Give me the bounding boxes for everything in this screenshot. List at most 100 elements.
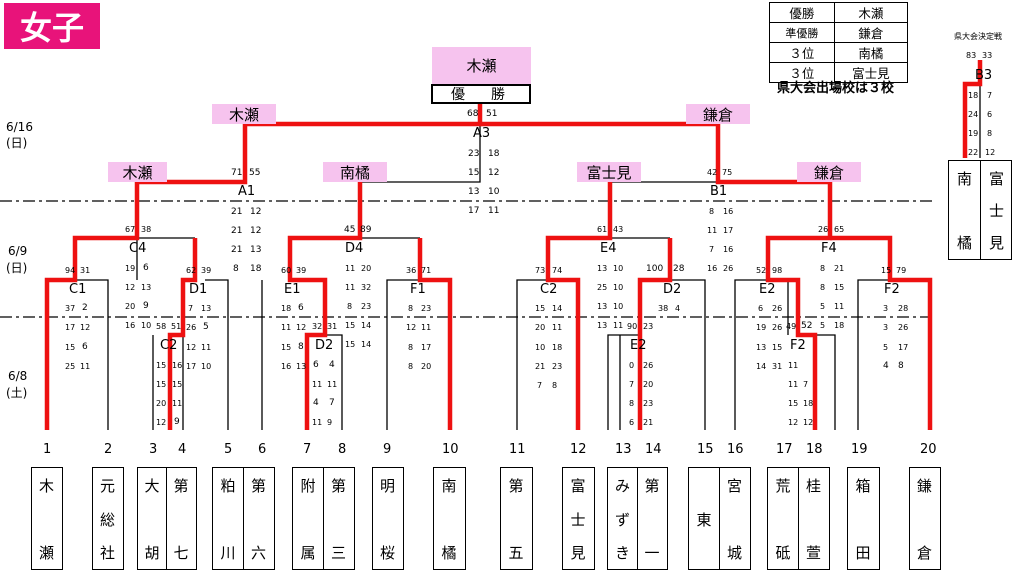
set-score: 5: [203, 322, 209, 332]
school-char: 鎌: [916, 477, 932, 495]
match-code: A1: [238, 184, 256, 199]
set-score: 6: [758, 304, 764, 313]
set-score: 11: [834, 302, 845, 311]
set-score: 26: [186, 323, 197, 332]
team-number: 4: [178, 442, 187, 457]
team-number: 19: [851, 442, 868, 457]
rank-cell: 優勝: [769, 2, 835, 23]
date-weekday: (日): [6, 136, 28, 150]
set-score: 8: [347, 302, 353, 311]
set-score: 18: [803, 399, 814, 408]
set-score: 15: [156, 380, 167, 389]
school-char: 田: [855, 544, 871, 562]
match-code: D2: [663, 282, 682, 297]
date-label: 6/9: [8, 244, 28, 258]
set-score: 8: [233, 264, 239, 274]
winner-label: 鎌倉: [797, 162, 861, 182]
set-score: 10: [201, 362, 212, 371]
set-score: 8: [820, 283, 826, 292]
set-score: 10: [141, 321, 152, 330]
team-number: 7: [303, 442, 312, 457]
school-char: 総: [99, 510, 115, 529]
match-code: D2: [315, 338, 334, 353]
set-score: 11: [788, 361, 799, 370]
match-score-left: 26: [818, 225, 829, 234]
school-char: 富: [988, 170, 1004, 188]
school-char: 見: [570, 544, 586, 562]
match-score-left: 90: [627, 322, 638, 331]
school-name: 元 総 社: [93, 468, 122, 569]
school-name: 第 三: [324, 468, 353, 569]
set-score: 21: [231, 207, 243, 217]
set-score: 7: [987, 91, 993, 100]
set-score: 12: [80, 323, 91, 332]
set-score: 17: [65, 323, 76, 332]
school-name: 荒 砥: [768, 468, 798, 569]
set-score: 11: [312, 380, 323, 389]
match-code: C2: [540, 282, 558, 297]
set-score: 38: [658, 304, 669, 313]
set-score: 11: [488, 206, 500, 216]
school-char: 倉: [916, 544, 932, 562]
match-score-right: 51: [486, 109, 498, 119]
set-score: 21: [535, 362, 546, 371]
date-label: 6/8: [8, 369, 28, 383]
school-char: 七: [173, 544, 189, 562]
date-label: 6/16: [6, 120, 33, 134]
school-char: 南: [956, 170, 972, 188]
set-score: 7: [803, 380, 809, 389]
school-name: 第 五: [501, 468, 531, 569]
match-code: D1: [189, 282, 208, 297]
match-score-left: 42: [707, 168, 718, 177]
set-score: 13: [296, 362, 307, 371]
school-box: 木 瀬: [31, 467, 63, 570]
rank-cell: ３位: [769, 62, 835, 83]
school-char: 士: [988, 202, 1004, 220]
school-char: 萱: [805, 544, 821, 562]
results-row: 準優勝鎌倉: [769, 22, 909, 43]
winner-label: 富士見: [577, 162, 641, 182]
set-score: 5: [883, 343, 889, 352]
match-code: E4: [600, 241, 617, 256]
school-box: 第 五: [500, 467, 533, 570]
school-char: 一: [644, 544, 660, 562]
school-char: 瀬: [38, 544, 54, 562]
set-score: 31: [772, 362, 783, 371]
set-score: 11: [327, 380, 338, 389]
set-score: 11: [80, 362, 91, 371]
school-name: 明 桜: [373, 468, 402, 569]
set-score: 12: [406, 323, 417, 332]
set-score: 26: [898, 323, 909, 332]
set-score: 23: [643, 399, 654, 408]
school-name: 第 六: [244, 468, 273, 569]
team-number: 9: [383, 442, 392, 457]
school-char: 城: [726, 544, 742, 562]
set-score: 14: [552, 304, 563, 313]
school-box: み ず き 第 一: [607, 467, 668, 570]
set-score: 17: [898, 343, 909, 352]
set-score: 19: [756, 323, 767, 332]
match-score-right: 71: [421, 266, 432, 275]
match-score-right: 43: [613, 225, 624, 234]
school-char: 六: [250, 544, 266, 562]
bracket-lines-black: [75, 84, 981, 430]
set-score: 12: [156, 418, 167, 427]
set-score: 11: [707, 226, 718, 235]
set-score: 13: [756, 343, 767, 352]
match-score-left: 61: [597, 225, 608, 234]
set-score: 23: [361, 302, 372, 311]
set-score: 16: [172, 361, 183, 370]
school-box: 南 橘: [433, 467, 466, 570]
school-char: 第: [644, 477, 660, 495]
team-number: 14: [645, 442, 662, 457]
date-weekday: (土): [6, 386, 28, 400]
set-score: 20: [535, 323, 546, 332]
school-box: 附 属 第 三: [292, 467, 355, 570]
school-name: 鎌 倉: [910, 468, 939, 569]
match-score-left: 36: [406, 266, 417, 275]
set-score: 18: [552, 343, 563, 352]
set-score: 15: [281, 343, 292, 352]
set-score: 23: [468, 149, 480, 159]
set-score: 12: [985, 148, 996, 157]
